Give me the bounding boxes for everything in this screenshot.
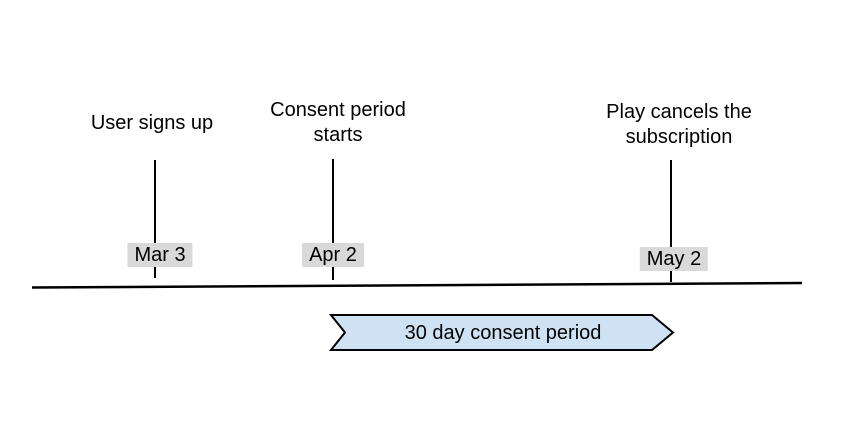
consent-period-banner-shape [328,314,675,351]
event-label-play-cancels-subscription: Play cancels the subscription [606,101,752,148]
timeline-axis-line [31,281,803,289]
consent-period-banner-label: 30 day consent period [404,322,602,344]
date-label-may-2: May 2 [639,247,709,271]
event-label-user-signs-up: User signs up [90,112,214,134]
event-label-consent-period-starts: Consent period starts [270,99,406,146]
date-label-apr-2: Apr 2 [302,243,364,267]
date-label-mar-3: Mar 3 [127,243,193,267]
